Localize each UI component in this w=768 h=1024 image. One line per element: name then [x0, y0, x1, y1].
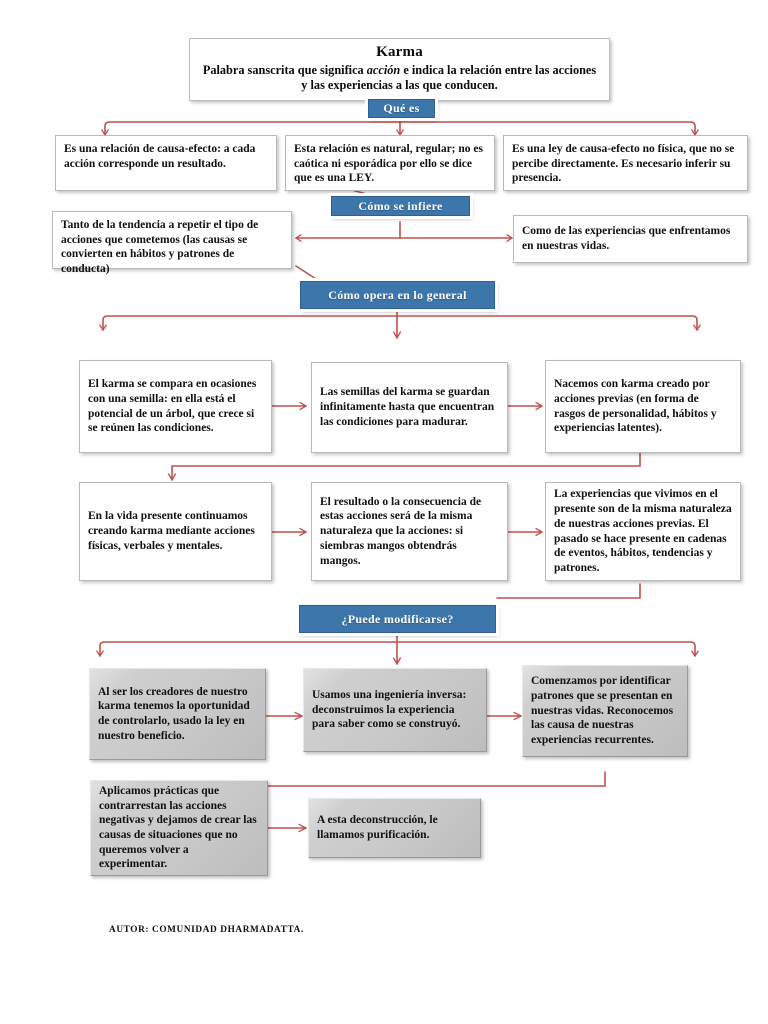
card-opera-4: En la vida presente continuamos creando …: [79, 482, 272, 581]
card-modificarse-3: Comenzamos por identificar patrones que …: [522, 665, 688, 757]
section-header-puede-modificarse-label: ¿Puede modificarse?: [341, 611, 454, 626]
card-que-es-1: Es una relación de causa-efecto: a cada …: [55, 135, 277, 191]
card-opera-5: El resultado o la consecuencia de estas …: [311, 482, 508, 581]
card-opera-2: Las semillas del karma se guardan infini…: [311, 362, 508, 453]
card-text: Es una relación de causa-efecto: a cada …: [64, 143, 256, 170]
card-text: Aplicamos prácticas que contrarrestan la…: [99, 784, 257, 871]
card-text: Usamos una ingeniería inversa: deconstru…: [312, 688, 467, 731]
subtitle-italic-word: acción: [366, 62, 401, 77]
card-infiere-1: Tanto de la tendencia a repetir el tipo …: [52, 211, 292, 275]
card-modificarse-1: Al ser los creadores de nuestro karma te…: [89, 668, 266, 760]
card-text: Esta relación es natural, regular; no es…: [294, 143, 483, 185]
wire-modificarse-brace: [99, 641, 696, 657]
card-text: Al ser los creadores de nuestro karma te…: [98, 685, 250, 742]
card-text: Es una ley de causa-efecto no física, qu…: [512, 143, 735, 185]
card-text: Las semillas del karma se guardan infini…: [320, 386, 495, 428]
card-text: Nacemos con karma creado por acciones pr…: [554, 378, 717, 435]
card-modificarse-2: Usamos una ingeniería inversa: deconstru…: [303, 668, 487, 752]
card-text: El resultado o la consecuencia de estas …: [320, 495, 482, 567]
subtitle-suffix: e indica la relación entre las acciones …: [301, 62, 597, 93]
page-subtitle: Palabra sanscrita que significa acción e…: [200, 63, 599, 95]
card-que-es-2: Esta relación es natural, regular; no es…: [285, 135, 495, 191]
wire-opera-to-modificarse: [496, 583, 641, 599]
card-opera-1: El karma se compara en ocasiones con una…: [79, 360, 272, 453]
subtitle-prefix: Palabra sanscrita que significa: [202, 62, 367, 77]
section-header-que-es[interactable]: Qué es: [368, 99, 435, 118]
section-header-puede-modificarse[interactable]: ¿Puede modificarse?: [299, 605, 496, 633]
card-text: A esta deconstrucción, le llamamos purif…: [317, 814, 438, 841]
card-text: Comenzamos por identificar patrones que …: [531, 675, 674, 747]
section-header-como-se-infiere-label: Cómo se infiere: [358, 198, 443, 213]
page-title: Karma: [376, 44, 423, 60]
section-header-como-opera[interactable]: Cómo opera en lo general: [300, 281, 495, 309]
wire-que-es-brace: [104, 121, 696, 136]
wire-opera-a3-to-b1: [171, 451, 641, 481]
card-modificarse-4: Aplicamos prácticas que contrarrestan la…: [90, 780, 268, 876]
card-text: Tanto de la tendencia a repetir el tipo …: [61, 219, 259, 276]
card-text: La experiencias que vivimos en el presen…: [554, 488, 732, 574]
author-credit: AUTOR: COMUNIDAD DHARMADATTA.: [109, 925, 304, 935]
section-header-que-es-label: Qué es: [383, 101, 420, 115]
wire-opera-brace: [102, 315, 698, 331]
card-opera-6: La experiencias que vivimos en el presen…: [545, 482, 741, 581]
title-card: Karma Palabra sanscrita que significa ac…: [189, 38, 610, 102]
card-infiere-2: Como de las experiencias que enfrentamos…: [513, 215, 748, 263]
section-header-como-opera-label: Cómo opera en lo general: [328, 287, 467, 302]
card-text: Como de las experiencias que enfrentamos…: [522, 225, 731, 252]
card-modificarse-5: A esta deconstrucción, le llamamos purif…: [308, 798, 481, 858]
card-opera-3: Nacemos con karma creado por acciones pr…: [545, 360, 741, 453]
section-header-como-se-infiere[interactable]: Cómo se infiere: [331, 196, 470, 216]
card-que-es-3: Es una ley de causa-efecto no física, qu…: [503, 135, 748, 191]
card-text: El karma se compara en ocasiones con una…: [88, 378, 257, 435]
card-text: En la vida presente continuamos creando …: [88, 510, 255, 552]
